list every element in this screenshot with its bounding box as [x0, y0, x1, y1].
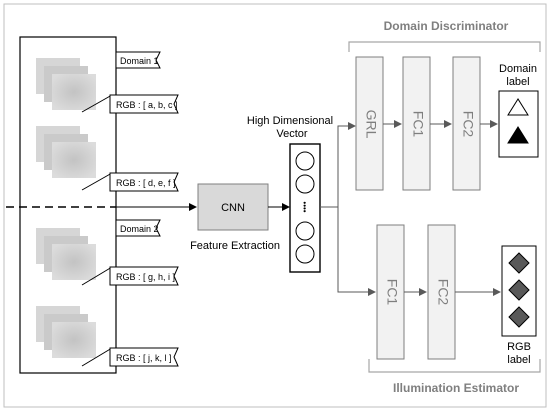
cnn-label: CNN: [221, 202, 245, 214]
domain-label-line1: Domain: [499, 63, 537, 75]
disc-fc2-label: FC2: [460, 111, 476, 138]
domain-2-tag: Domain 2: [115, 219, 161, 237]
domain-1-label: Domain 1: [120, 56, 159, 66]
estimator-bracket: [368, 359, 541, 373]
discriminator-title: Domain Discriminator: [384, 19, 509, 33]
image-stack-2: [36, 126, 96, 178]
domain-1-tag: Domain 1: [115, 51, 161, 69]
rgb-label-ghi: RGB : [ g, h, i ]: [116, 272, 175, 282]
grl-label: GRL: [363, 110, 379, 139]
vector-node-3: [295, 221, 315, 241]
vector-title-line1: High Dimensional: [247, 115, 333, 127]
rgb-tag-ghi: RGB : [ g, h, i ]: [81, 266, 179, 286]
disc-fc1-label: FC1: [410, 111, 426, 138]
cnn-block: [197, 183, 269, 231]
domain-2-label: Domain 2: [120, 224, 159, 234]
vector-node-2: [295, 174, 315, 194]
diamond-icon-3: [508, 306, 530, 328]
vector-node-4: [295, 244, 315, 264]
est-fc2-block: [427, 224, 456, 360]
estimator-title: Illumination Estimator: [393, 381, 519, 395]
vector-ellipsis: ••••: [300, 201, 309, 212]
outer-frame: [3, 3, 547, 408]
grl-block: [355, 56, 384, 191]
rgb-label-jkl: RGB : [ j, k, l ]: [116, 353, 172, 363]
domain-label-line2: label: [506, 76, 529, 88]
image-stack-1: [36, 58, 96, 110]
triangle-filled-icon: [507, 126, 529, 144]
rgb-tag-def: RGB : [ d, e, f ]: [81, 172, 179, 192]
triangle-outline-icon: [507, 98, 529, 116]
branch-to-discriminator: [320, 122, 356, 208]
rgb-label-def: RGB : [ d, e, f ]: [116, 178, 176, 188]
branch-to-estimator: [337, 207, 376, 296]
feature-extraction-caption: Feature Extraction: [190, 240, 280, 252]
diamond-icon-2: [508, 279, 530, 301]
est-fc1-block: [376, 224, 405, 360]
rgb-output-label-line1: RGB: [507, 341, 531, 353]
rgb-label-abc: RGB : [ a, b, c ]: [116, 100, 178, 110]
image-stack-4: [36, 306, 96, 358]
disc-fc1-block: [402, 56, 431, 191]
vector-node-1: [295, 151, 315, 171]
rgb-tag-abc: RGB : [ a, b, c ]: [81, 94, 179, 114]
image-stack-3: [36, 228, 96, 280]
est-fc1-label: FC1: [384, 279, 400, 306]
est-fc2-label: FC2: [435, 279, 451, 306]
vector-title-line2: Vector: [276, 128, 308, 140]
rgb-tag-jkl: RGB : [ j, k, l ]: [81, 347, 179, 367]
rgb-output-label-line2: label: [507, 354, 530, 366]
diamond-icon-1: [508, 252, 530, 274]
discriminator-bracket: [348, 41, 541, 52]
